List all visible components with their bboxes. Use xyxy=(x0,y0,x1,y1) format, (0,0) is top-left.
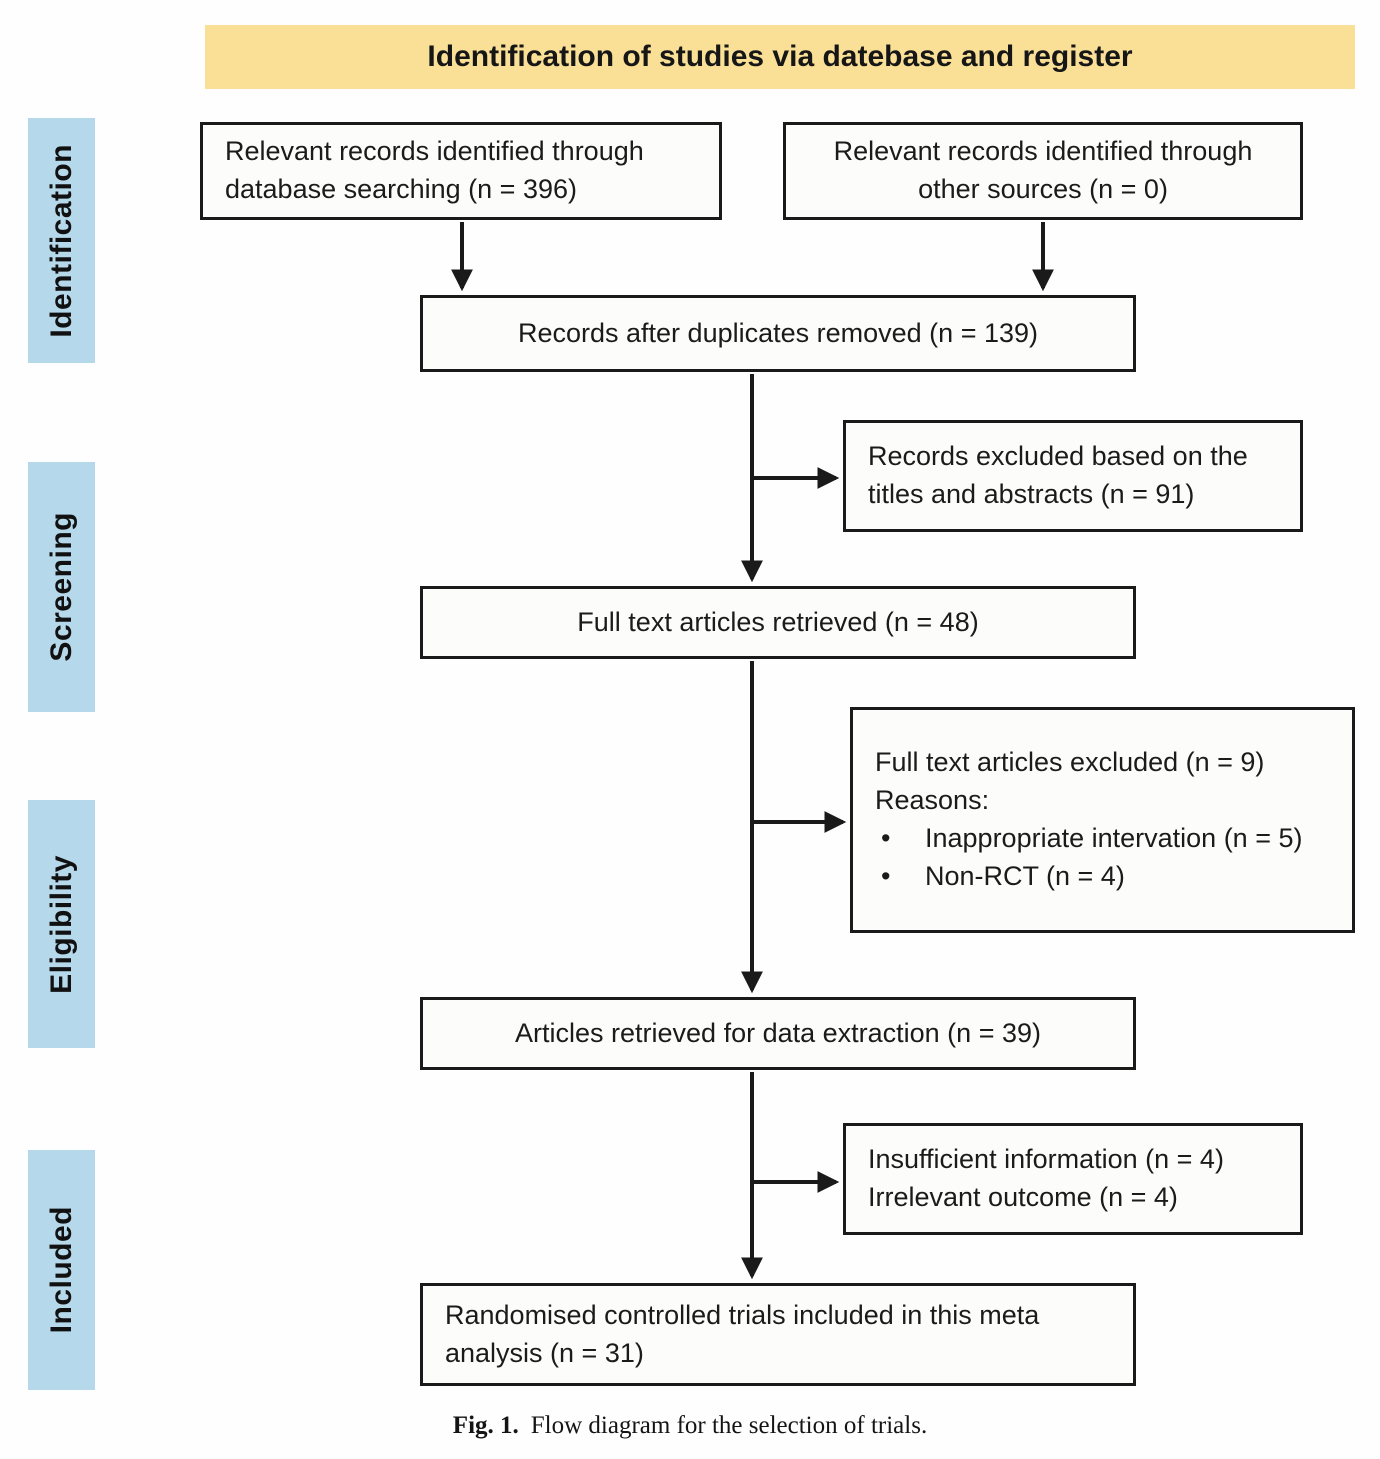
stage-label-text: Included xyxy=(44,1206,78,1334)
box-line: Full text articles retrieved (n = 48) xyxy=(577,606,979,637)
box-line: Relevant records identified through xyxy=(225,136,644,167)
box-data-extraction: Articles retrieved for data extraction (… xyxy=(420,997,1136,1070)
diagram-title-band: Identification of studies via datebase a… xyxy=(205,25,1355,89)
box-line: Records excluded based on the xyxy=(868,441,1248,472)
figure-caption: Fig. 1. Flow diagram for the selection of… xyxy=(0,1412,1380,1440)
reason-text: Inappropriate intervation (n = 5) xyxy=(925,823,1303,853)
bullet-icon: • xyxy=(881,823,891,853)
box-included-rct: Randomised controlled trials included in… xyxy=(420,1283,1136,1386)
figure-caption-label: Fig. 1. xyxy=(452,1412,519,1439)
stage-label-text: Screening xyxy=(44,512,78,662)
box-other-sources: Relevant records identified through othe… xyxy=(783,122,1303,220)
box-fulltext-retrieved: Full text articles retrieved (n = 48) xyxy=(420,586,1136,659)
box-duplicates-removed: Records after duplicates removed (n = 13… xyxy=(420,295,1136,372)
box-line: Irrelevant outcome (n = 4) xyxy=(868,1182,1178,1212)
box-line: other sources (n = 0) xyxy=(918,174,1168,204)
box-line: Reasons: xyxy=(875,785,990,816)
box-line: database searching (n = 396) xyxy=(225,174,577,204)
stage-label-identification: Identification xyxy=(28,118,95,363)
box-excluded-info: Insufficient information (n = 4) Irrelev… xyxy=(843,1123,1303,1235)
box-line: Full text articles excluded (n = 9) xyxy=(875,747,1265,778)
stage-label-text: Eligibility xyxy=(44,854,78,994)
stage-label-eligibility: Eligibility xyxy=(28,800,95,1048)
box-line: titles and abstracts (n = 91) xyxy=(868,479,1195,509)
stage-label-included: Included xyxy=(28,1150,95,1390)
reason-item: • Inappropriate intervation (n = 5) xyxy=(875,820,1302,858)
box-line: Records after duplicates removed (n = 13… xyxy=(517,317,1038,348)
reason-item: • Non-RCT (n = 4) xyxy=(875,858,1125,896)
stage-label-text: Identification xyxy=(44,143,78,338)
bullet-icon: • xyxy=(881,860,891,891)
stage-label-screening: Screening xyxy=(28,462,95,712)
reason-text: Non-RCT (n = 4) xyxy=(925,860,1125,891)
box-line: Insufficient information (n = 4) xyxy=(868,1144,1224,1175)
box-line: Articles retrieved for data extraction (… xyxy=(515,1017,1041,1048)
box-line: analysis (n = 31) xyxy=(445,1337,644,1368)
figure-caption-text: Flow diagram for the selection of trials… xyxy=(530,1412,928,1439)
box-excluded-titles: Records excluded based on the titles and… xyxy=(843,420,1303,532)
diagram-title: Identification of studies via datebase a… xyxy=(427,40,1133,73)
box-fulltext-excluded: Full text articles excluded (n = 9) Reas… xyxy=(850,707,1355,933)
box-line: Relevant records identified through xyxy=(833,136,1253,167)
box-line: Randomised controlled trials included in… xyxy=(445,1299,1040,1330)
box-database-searching: Relevant records identified through data… xyxy=(200,122,722,220)
